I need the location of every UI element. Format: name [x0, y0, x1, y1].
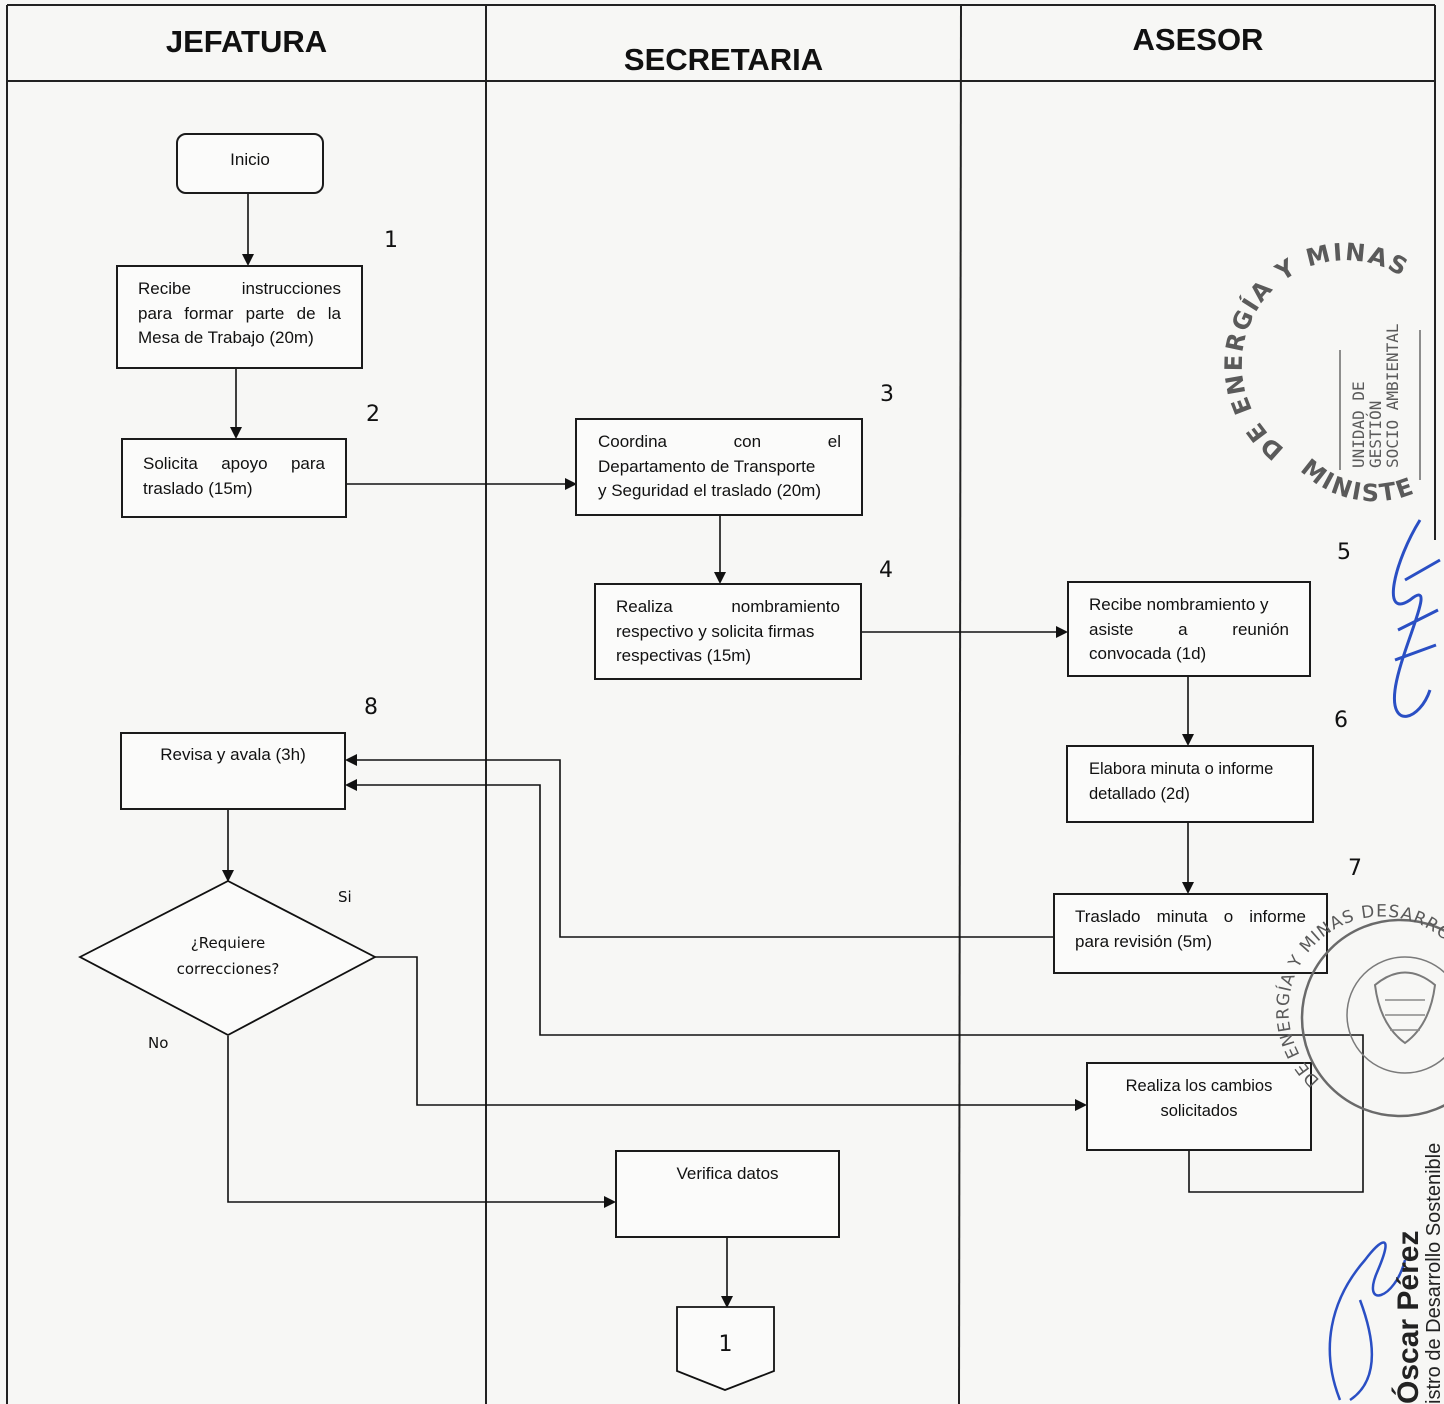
step-8-number: 8	[364, 695, 378, 720]
step-1-line: para formar parte de la	[138, 303, 341, 323]
step-6-line: detallado (2d)	[1089, 784, 1190, 803]
step-4-line: respectivas (15m)	[616, 646, 752, 665]
decision-line: ¿Requiere	[190, 934, 266, 952]
step-4-line: respectivo y solicita firmas	[616, 621, 815, 641]
decision-line: correcciones?	[176, 960, 280, 978]
step-7-line: Traslado minuta o informe	[1075, 907, 1306, 926]
signatory-title: istro de Desarrollo Sostenible	[1423, 1142, 1444, 1404]
step-5-line: Recibe nombramiento y	[1089, 595, 1269, 614]
step-1-number: 1	[384, 228, 398, 253]
decision-diamond	[78, 879, 377, 1037]
step-8-box: Revisa y avala (3h)	[120, 732, 346, 810]
changes-box: Realiza los cambios solicitados	[1086, 1062, 1312, 1151]
start-terminal: Inicio	[176, 133, 324, 194]
verify-line: Verifica datos	[676, 1164, 779, 1183]
offpage-connector-shape	[676, 1306, 775, 1391]
step-7-line: para revisión (5m)	[1075, 931, 1212, 951]
step-3-line: y Seguridad el traslado (20m)	[598, 481, 822, 500]
offpage-connector-label: 1	[718, 1332, 733, 1357]
step-5-box: Recibe nombramiento y asiste a reunión c…	[1067, 581, 1311, 677]
step-1-line: Mesa de Trabajo (20m)	[138, 328, 314, 347]
step-2-box: Solicita apoyo para traslado (15m)	[121, 438, 347, 518]
step-5-line: convocada (1d)	[1089, 644, 1207, 663]
step-3-line: Coordina con el	[598, 432, 841, 451]
lane-header-jefatura: JEFATURA	[165, 24, 328, 59]
step-6-number: 6	[1334, 708, 1348, 733]
start-label: Inicio	[230, 150, 270, 169]
signatory-name: Óscar Pérez	[1392, 1230, 1425, 1404]
step-4-box: Realiza nombramiento respectivo y solici…	[594, 583, 862, 680]
step-8-line: Revisa y avala (3h)	[160, 745, 306, 764]
arrow-decision-no	[227, 1036, 616, 1208]
lane-header-asesor: ASESOR	[1132, 22, 1264, 57]
step-3-line: Departamento de Transporte	[598, 456, 816, 476]
step-3-box: Coordina con el Departamento de Transpor…	[575, 418, 863, 516]
changes-line: solicitados	[1160, 1101, 1238, 1120]
step-2-line: Solicita apoyo para	[143, 454, 325, 473]
changes-line: Realiza los cambios	[1125, 1077, 1273, 1095]
lane-header-secretaria: SECRETARIA	[623, 42, 824, 77]
step-5-number: 5	[1337, 540, 1351, 565]
step-2-number: 2	[366, 402, 380, 427]
step-7-box: Traslado minuta o informe para revisión …	[1053, 893, 1328, 974]
verify-box: Verifica datos	[615, 1150, 840, 1238]
decision-yes-label: Si	[338, 888, 352, 906]
arrow-changes-to-8	[345, 779, 1364, 1193]
step-4-number: 4	[879, 558, 893, 583]
decision-text: ¿Requiere correcciones?	[148, 930, 308, 982]
step-2-line: traslado (15m)	[143, 478, 253, 498]
step-6-box: Elabora minuta o informe detallado (2d)	[1066, 745, 1314, 823]
step-1-box: Recibe instrucciones para formar parte d…	[116, 265, 363, 369]
arrow-decision-yes	[375, 956, 1087, 1111]
decision-no-label: No	[148, 1034, 169, 1052]
step-3-number: 3	[880, 382, 894, 407]
step-1-line: Recibe instrucciones	[138, 279, 341, 298]
step-6-line: Elabora minuta o informe	[1089, 760, 1274, 778]
arrow-7-to-8	[345, 754, 1054, 938]
step-4-line: Realiza nombramiento	[616, 597, 840, 616]
step-7-number: 7	[1348, 856, 1362, 881]
step-5-line: asiste a reunión	[1089, 619, 1289, 639]
